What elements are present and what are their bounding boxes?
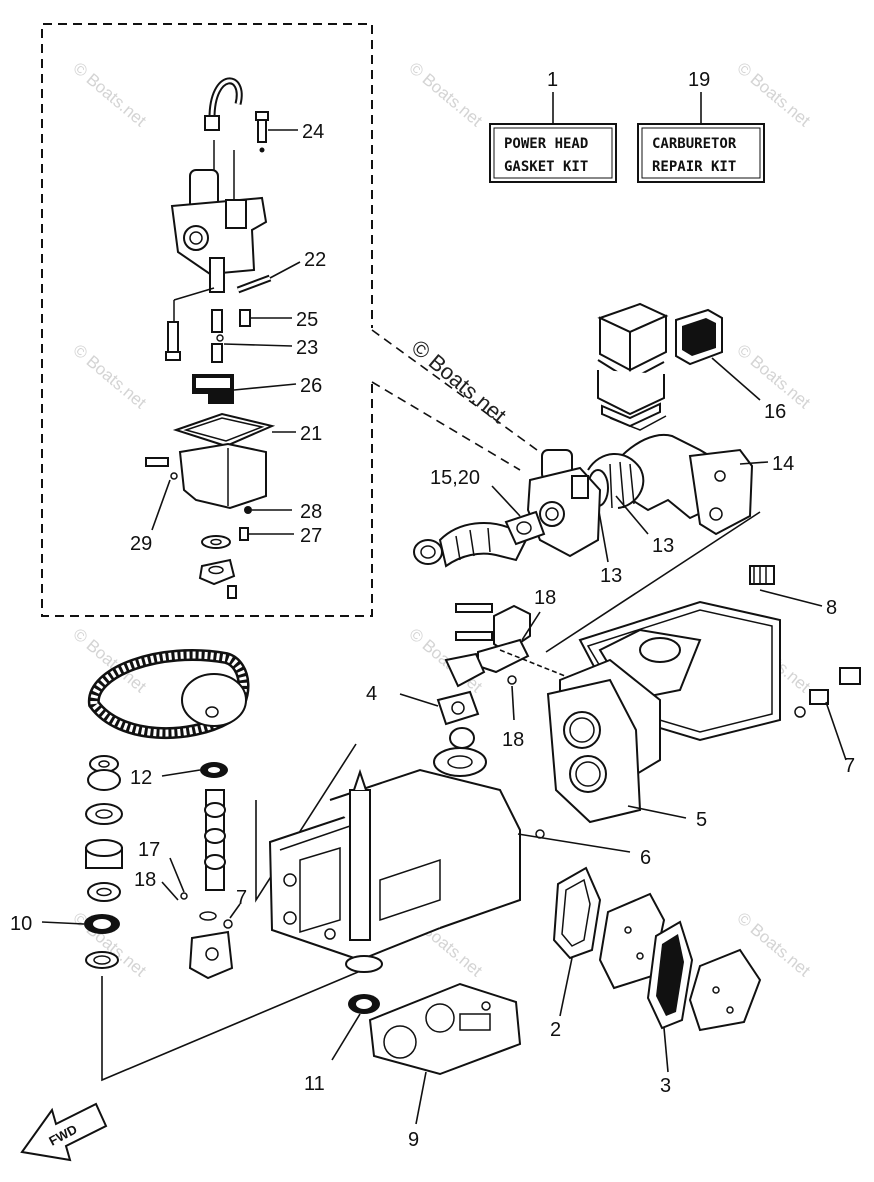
drain-fittings <box>198 535 237 599</box>
exhaust-outer-cover <box>688 948 762 1032</box>
silencer-and-gaskets: 15,20 <box>413 467 546 568</box>
oil-seal-10: 10 <box>10 913 120 935</box>
callout-9: 9 <box>408 1129 419 1151</box>
fwd-arrow-icon: FWD <box>20 1102 108 1162</box>
bearing-group-bracket <box>101 971 359 1082</box>
thermostat-cover: 18 18 <box>455 587 601 751</box>
thermostat-gasket-4: 4 <box>366 652 486 749</box>
exhaust-gasket-2: 2 <box>550 866 602 1041</box>
callout-12: 12 <box>130 767 152 789</box>
callout-15-20: 15,20 <box>430 467 480 489</box>
callout-5: 5 <box>696 809 707 831</box>
callout-7: 7 <box>844 755 855 777</box>
callout-2: 2 <box>550 1019 561 1041</box>
callout-10: 10 <box>10 913 32 935</box>
reed-valve-assembly <box>597 302 669 431</box>
watermark: © Boats.net <box>733 59 814 131</box>
carburetor-group-boundary <box>41 23 373 617</box>
callout-23: 23 <box>296 337 318 359</box>
power-head-gasket-kit-box: 1 POWER HEAD GASKET KIT <box>489 69 617 183</box>
kit-label-line2: GASKET KIT <box>504 159 588 175</box>
kit-label-line1: CARBURETOR <box>652 136 737 152</box>
callout-14: 14 <box>772 453 794 475</box>
fuel-hose <box>204 77 243 131</box>
cylinder-head-gasket-5: 5 <box>546 678 707 831</box>
anode-8: 8 <box>749 565 837 619</box>
cylinder-block: 6 <box>268 747 651 973</box>
callout-28: 28 <box>300 501 322 523</box>
reed-gasket-16: 16 <box>675 308 786 423</box>
carburetor-connector-line <box>371 329 549 459</box>
callout-13: 13 <box>652 535 674 557</box>
callout-16: 16 <box>764 401 786 423</box>
float-chamber: 29 28 27 <box>130 442 322 555</box>
watermark: © Boats.net <box>69 341 150 413</box>
carburetor-repair-kit-box: 19 CARBURETOR REPAIR KIT <box>637 69 765 183</box>
carburetor-connector-line-lower <box>371 381 521 471</box>
camshaft: 12 <box>130 762 228 921</box>
callout-24: 24 <box>302 121 324 143</box>
callout-17: 17 <box>138 839 160 861</box>
callout-6: 6 <box>640 847 651 869</box>
jets-and-needles: 25 23 <box>165 287 318 363</box>
float-chamber-gasket-21: 21 <box>172 412 322 448</box>
callout-4: 4 <box>366 683 377 705</box>
carburetor-body-center <box>526 449 602 558</box>
crankcase-group-bracket <box>255 743 357 903</box>
callout-27: 27 <box>300 525 322 547</box>
callout-8: 8 <box>826 597 837 619</box>
carburetor-body <box>170 140 268 293</box>
callout-19: 19 <box>688 69 710 91</box>
exhaust-gasket-3: 3 <box>646 920 694 1097</box>
sensor-7: 7 <box>794 667 861 777</box>
callout-13: 13 <box>600 565 622 587</box>
callout-26: 26 <box>300 375 322 397</box>
callout-22: 22 <box>304 249 326 271</box>
callout-29: 29 <box>130 533 152 555</box>
callout-3: 3 <box>660 1075 671 1097</box>
callout-18: 18 <box>134 869 156 891</box>
pilot-screw-24: 24 <box>255 111 324 153</box>
oil-seal-11: 11 <box>304 994 380 1095</box>
timing-belt <box>87 649 250 740</box>
kit-label-line2: REPAIR KIT <box>652 159 736 175</box>
callout-18: 18 <box>502 729 524 751</box>
callout-18: 18 <box>534 587 556 609</box>
callout-25: 25 <box>296 309 318 331</box>
watermark-main: © Boats.net <box>407 335 511 428</box>
lower-seal <box>85 951 119 969</box>
callout-7: 7 <box>236 887 247 909</box>
callout-21: 21 <box>300 423 322 445</box>
oil-pump: 17 18 7 <box>134 839 247 980</box>
float-26: 26 <box>192 374 322 404</box>
kit-label-line1: POWER HEAD <box>504 136 588 152</box>
base-gasket-9: 9 <box>368 982 522 1151</box>
exhaust-cover-inner <box>598 892 666 990</box>
throttle-shaft-22: 22 <box>236 249 326 294</box>
watermark: © Boats.net <box>405 59 486 131</box>
crankshaft-washers-and-gears <box>85 755 123 902</box>
callout-11: 11 <box>304 1073 325 1095</box>
callout-1: 1 <box>547 69 558 91</box>
watermark: © Boats.net <box>69 59 150 131</box>
intake-connector-line <box>545 511 761 653</box>
